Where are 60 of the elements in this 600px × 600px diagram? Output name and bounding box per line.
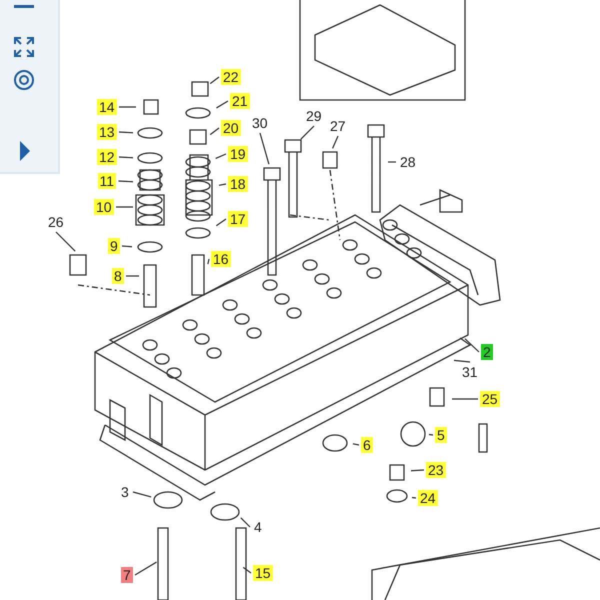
- callout-number: 23: [426, 462, 446, 478]
- callout-number: 21: [230, 93, 250, 109]
- callout-number: 3: [119, 484, 131, 500]
- callout-number: 4: [252, 519, 264, 535]
- callout-number: 19: [228, 146, 248, 162]
- leader-line: [122, 245, 132, 248]
- leader-line: [300, 126, 314, 140]
- leader-line: [464, 338, 480, 352]
- leader-line: [259, 132, 270, 164]
- leader-line: [452, 398, 478, 400]
- callout-number: 15: [253, 565, 273, 581]
- callout-number: 5: [435, 427, 447, 443]
- callout-number: 7: [121, 567, 133, 583]
- leader-line: [215, 153, 226, 159]
- leader-line: [126, 275, 139, 277]
- callout-number: 24: [418, 490, 438, 506]
- leader-line: [352, 443, 360, 446]
- leader-line: [242, 566, 252, 574]
- leader-line: [216, 100, 228, 108]
- leader-line: [56, 232, 76, 252]
- leader-line: [410, 469, 424, 472]
- callout-number: 12: [97, 149, 117, 165]
- callout-number: 8: [112, 268, 124, 284]
- leader-line: [332, 136, 339, 149]
- leader-line: [134, 562, 157, 576]
- leader-line: [216, 218, 226, 226]
- leader-line: [210, 76, 220, 84]
- leader-line: [118, 180, 134, 182]
- callout-number: 27: [328, 118, 348, 134]
- leader-line: [240, 517, 250, 528]
- leader-line: [207, 258, 210, 264]
- leader-line: [454, 360, 470, 363]
- callout-number: 6: [361, 437, 373, 453]
- callout-number: 10: [94, 199, 114, 215]
- callout-number: 22: [221, 69, 241, 85]
- callout-number: 17: [228, 211, 248, 227]
- leader-line: [218, 183, 226, 186]
- callout-number: 29: [304, 108, 324, 124]
- callout-number: 18: [228, 176, 248, 192]
- callout-number: 25: [480, 391, 500, 407]
- leader-line: [119, 106, 136, 108]
- callout-number: 20: [221, 120, 241, 136]
- leader-line: [132, 491, 152, 498]
- leader-line: [412, 496, 416, 499]
- callout-number: 14: [97, 99, 117, 115]
- leader-line: [118, 156, 134, 158]
- leader-line: [116, 206, 133, 208]
- leader-line: [388, 161, 396, 163]
- callout-number: 31: [460, 364, 480, 380]
- leader-line: [118, 131, 134, 134]
- callout-number: 28: [398, 154, 418, 170]
- callout-number: 9: [108, 238, 120, 254]
- callout-number: 13: [97, 124, 117, 140]
- callout-number: 26: [46, 214, 66, 230]
- leader-line: [428, 434, 434, 436]
- callout-number: 30: [250, 115, 270, 131]
- callout-number: 11: [98, 173, 116, 189]
- callout-number: 2: [481, 344, 493, 360]
- callout-number: 16: [211, 251, 231, 267]
- leader-line: [210, 128, 220, 136]
